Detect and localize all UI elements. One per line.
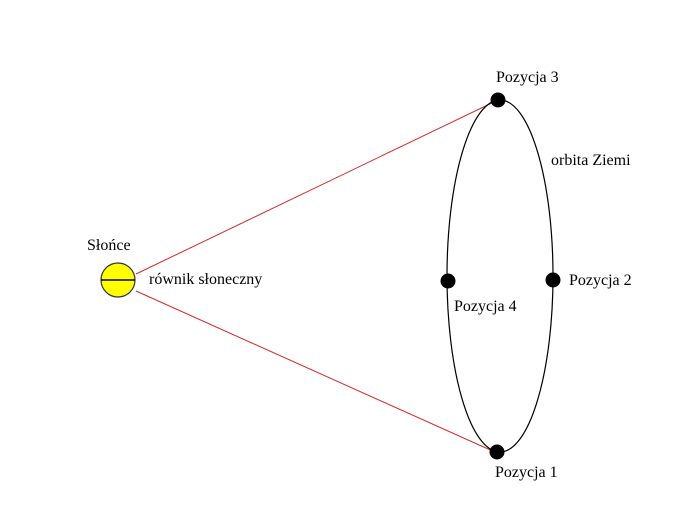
position-3-label: Pozycja 3 xyxy=(496,69,559,86)
sight-line-to-position-3 xyxy=(135,99,499,275)
earth-orbit xyxy=(446,99,554,453)
position-1-label: Pozycja 1 xyxy=(495,464,558,481)
orbit-label: orbita Ziemi xyxy=(551,152,631,169)
sun-label: Słońce xyxy=(87,237,131,254)
earth-position-1-dot xyxy=(489,444,505,460)
earth-position-4-dot xyxy=(440,273,456,289)
earth-position-3-dot xyxy=(490,92,506,108)
position-2-label: Pozycja 2 xyxy=(569,272,632,289)
position-4-label: Pozycja 4 xyxy=(454,298,517,315)
sight-line-to-position-1 xyxy=(135,290,498,454)
solar-equator-label: równik słoneczny xyxy=(149,271,262,288)
earth-position-2-dot xyxy=(545,272,561,288)
